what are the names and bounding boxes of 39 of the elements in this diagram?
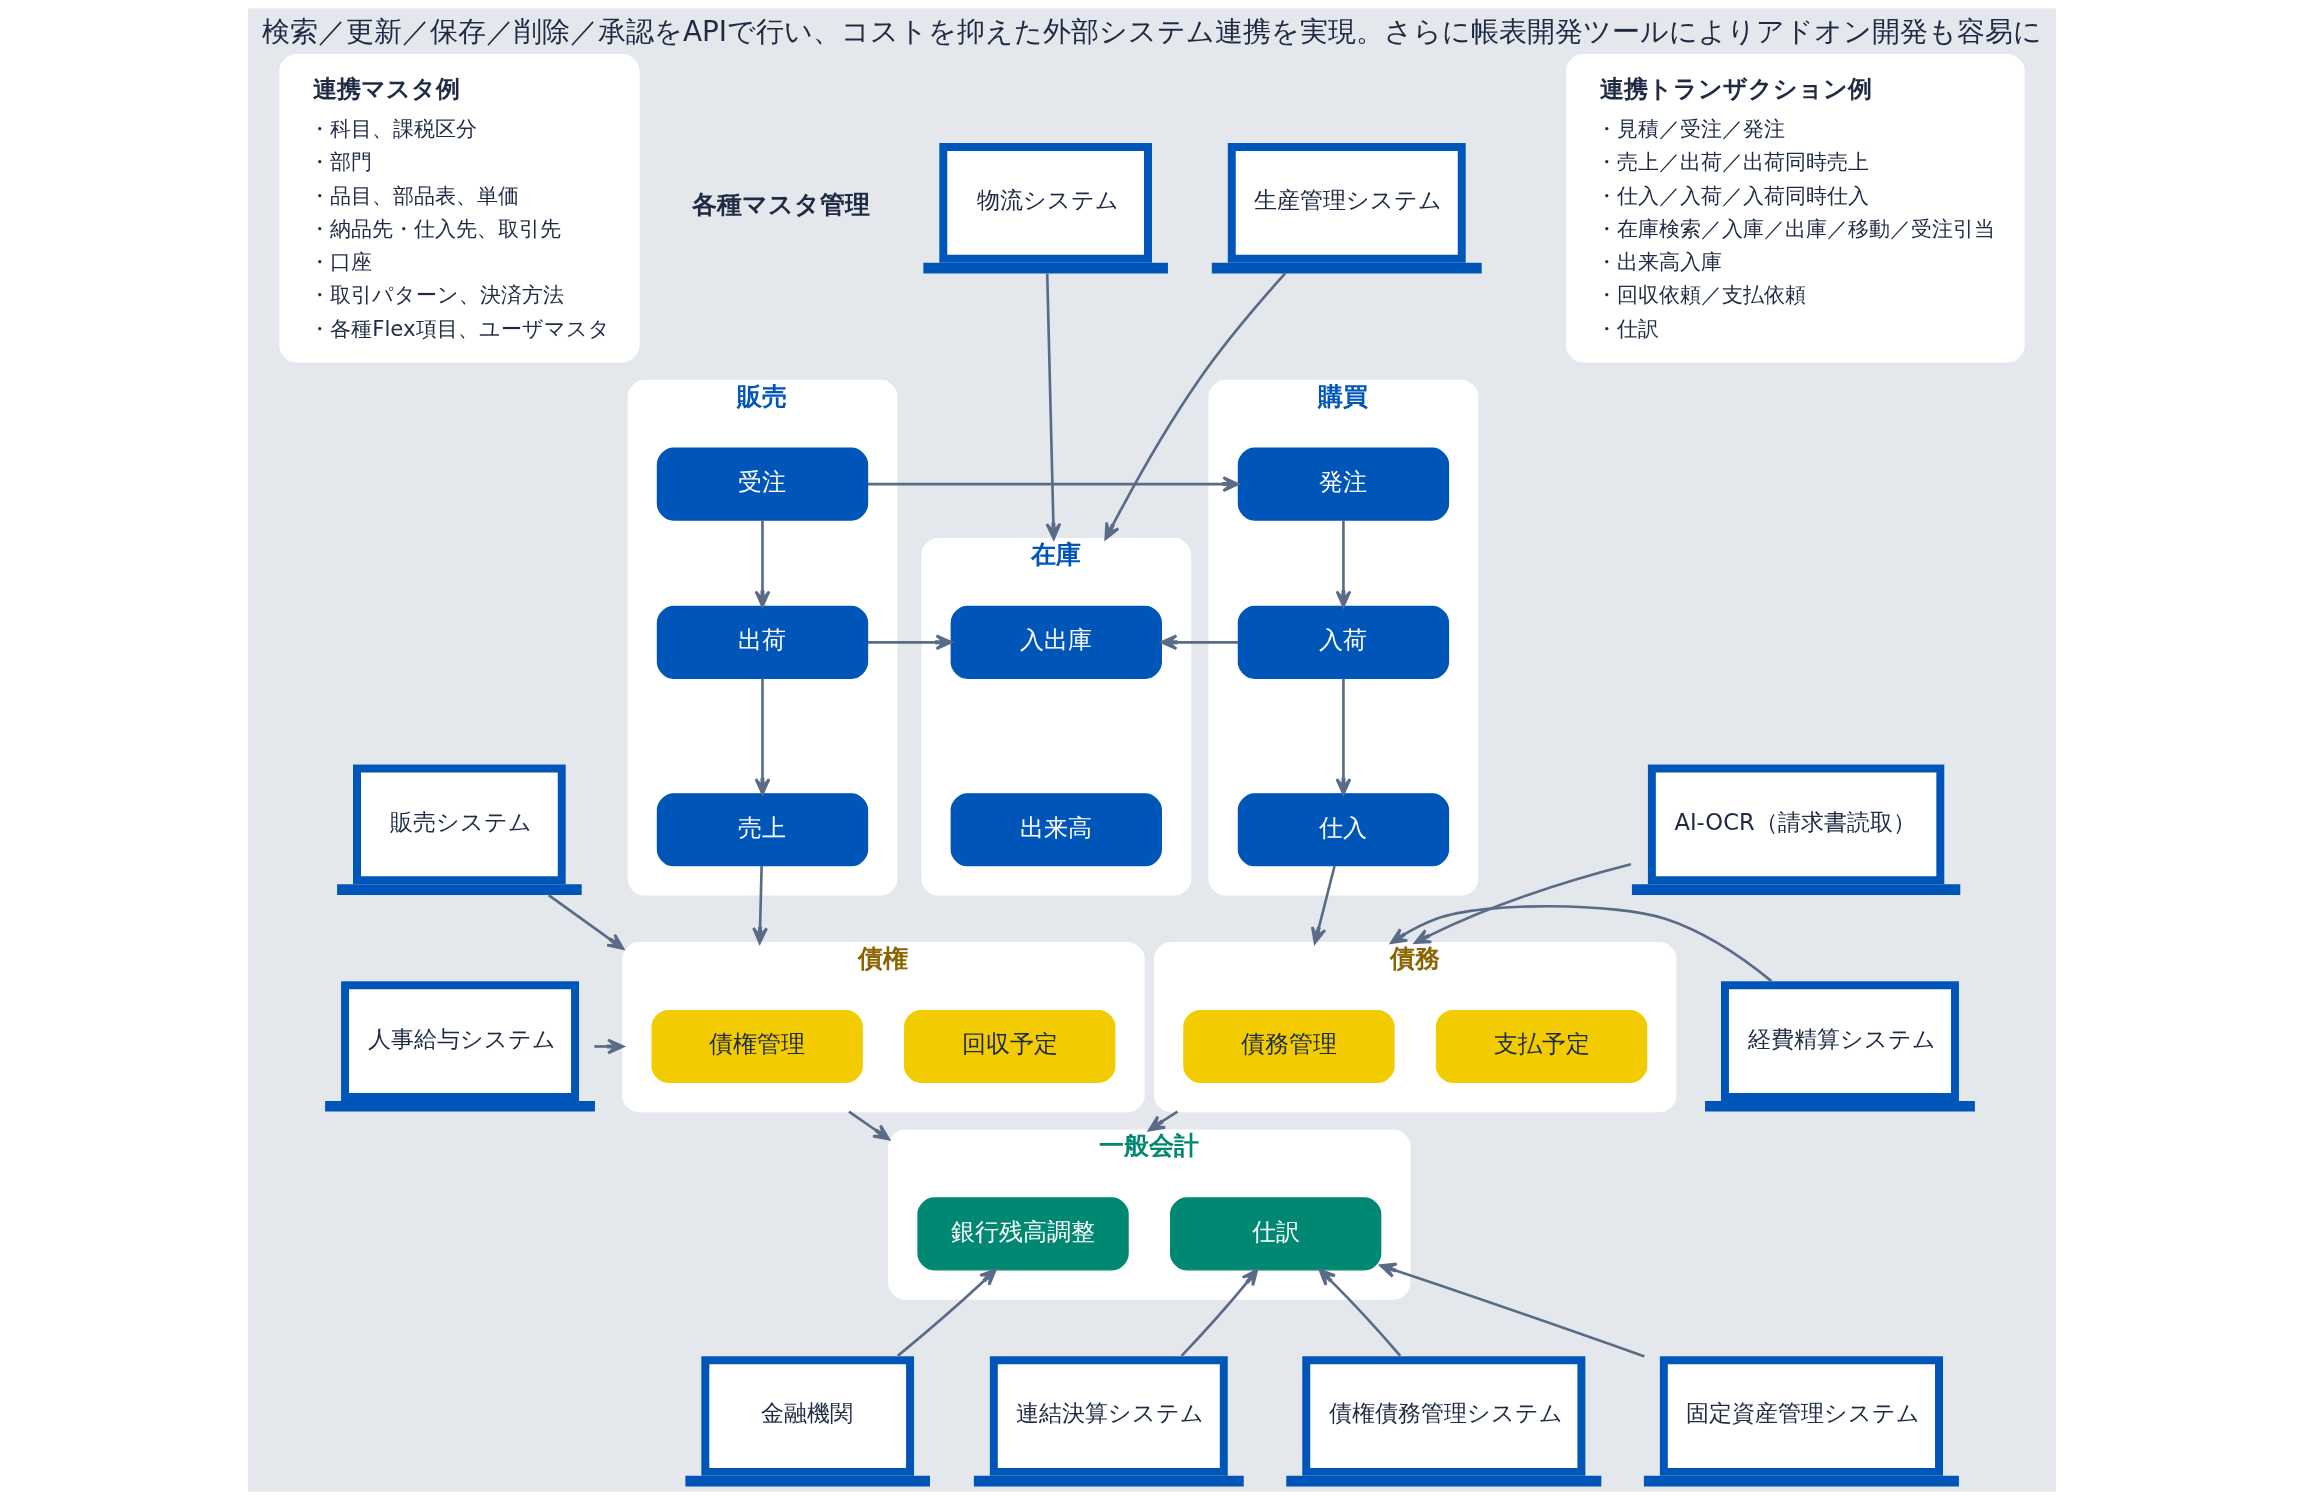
arrow xyxy=(594,1038,625,1055)
node-box: 入荷 xyxy=(1237,605,1450,679)
node-box: 銀行残高調整 xyxy=(917,1197,1129,1271)
arrow xyxy=(848,1110,891,1141)
node-box: 連携トランザクション例 ・見積／受注／発注 ・売上／出荷／出荷同時売上 ・仕入／入荷／入荷同時仕入 ・在庫検索／入庫／出庫／移動／受注引当 ・出来高入庫 ・回収依頼／支払依頼 ・仕訳 xyxy=(1566,54,2025,363)
arrow xyxy=(1104,272,1287,540)
node-box: 出来高 xyxy=(950,793,1162,867)
node-box: 受注 xyxy=(656,447,869,521)
arrow xyxy=(896,1268,997,1357)
arrow xyxy=(868,476,1240,493)
arrow xyxy=(752,865,768,945)
arrow xyxy=(1148,1110,1179,1132)
node-box: 仕訳 xyxy=(1169,1197,1382,1271)
arrow xyxy=(1318,1268,1402,1357)
node-box: 入出庫 xyxy=(950,605,1162,679)
arrow xyxy=(1379,1262,1646,1358)
arrow xyxy=(1310,865,1336,945)
node-box: 出荷 xyxy=(656,605,869,679)
node-box: 仕入 xyxy=(1237,793,1450,867)
arrow xyxy=(1413,863,1632,945)
arrow xyxy=(754,678,771,796)
arrow xyxy=(1335,678,1352,796)
arrow xyxy=(1180,1268,1259,1357)
node-box: 支払予定 xyxy=(1435,1009,1648,1083)
node-box: 債権管理 xyxy=(651,1009,863,1083)
node-box: 回収予定 xyxy=(904,1009,1116,1083)
arrow xyxy=(547,894,625,950)
diagram-title: 検索／更新／保存／削除／承認をAPIで行い、コストを抑えた外部システム連携を実現。さらに帳表開発ツールによりアドオン開発も容易に xyxy=(261,15,2043,49)
label: 各種マスタ管理 xyxy=(692,190,871,220)
arrow xyxy=(1390,904,1773,983)
arrow xyxy=(1335,520,1352,608)
node-box: 発注 xyxy=(1237,447,1450,521)
arrow xyxy=(754,520,771,608)
node-box: 連携マスタ例 ・科目、課税区分 ・部門 ・品目、部品表、単価 ・納品先・仕入先、取引先 ・口座 ・取引パターン、決済方法 ・各種Flex項目、ユーザマスタ xyxy=(279,54,640,363)
node-box: 債務管理 xyxy=(1183,1009,1395,1083)
arrow xyxy=(1160,634,1239,651)
arrow xyxy=(868,634,953,651)
arrow xyxy=(1045,273,1062,540)
node-box: 売上 xyxy=(656,793,869,867)
